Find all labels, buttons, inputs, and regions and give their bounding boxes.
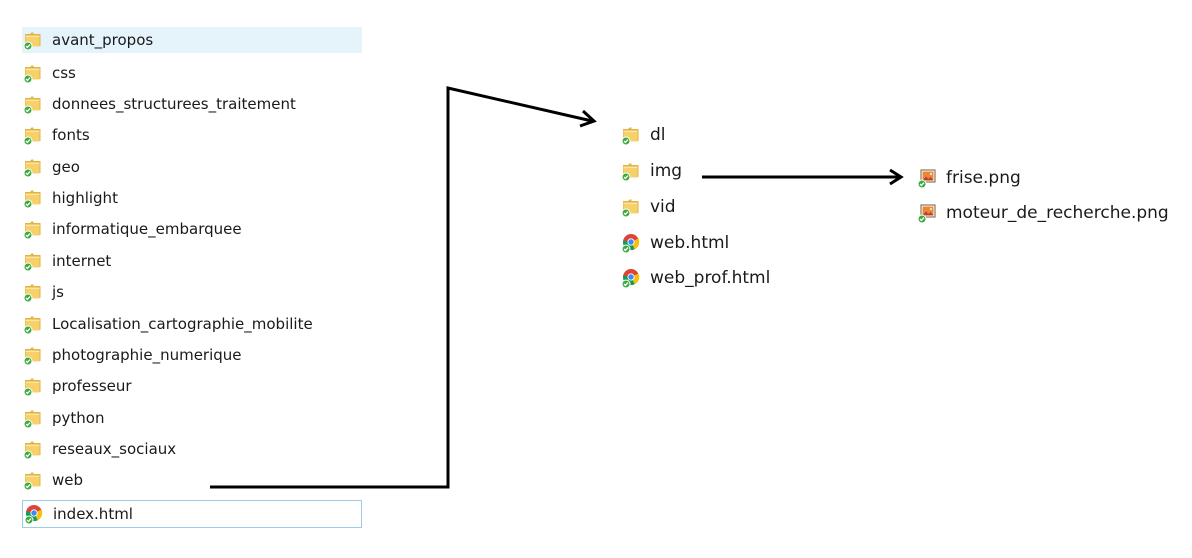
folder-synced-icon	[22, 187, 44, 209]
chrome-html-file-icon	[23, 503, 45, 525]
folder-synced-icon	[22, 469, 44, 491]
file-name: Localisation_cartographie_mobilite	[52, 315, 313, 333]
list-item-localisation-cartographie-mobilite[interactable]: Localisation_cartographie_mobilite	[22, 311, 362, 337]
folder-synced-icon	[620, 124, 642, 146]
file-name: index.html	[53, 505, 133, 523]
list-item-web-prof-html[interactable]: web_prof.html	[620, 263, 870, 293]
list-item-geo[interactable]: geo	[22, 154, 362, 180]
file-name: donnees_structurees_traitement	[52, 95, 296, 113]
folder-synced-icon	[22, 93, 44, 115]
file-name: vid	[650, 197, 676, 217]
file-name: python	[52, 409, 105, 427]
file-name: photographie_numerique	[52, 346, 242, 364]
folder-synced-icon	[620, 160, 642, 182]
file-name: highlight	[52, 189, 118, 207]
folder-synced-icon	[22, 218, 44, 240]
list-item-img[interactable]: img	[620, 156, 870, 186]
folder-synced-icon	[22, 62, 44, 84]
file-name: informatique_embarquee	[52, 220, 242, 238]
list-item-index-html[interactable]: index.html	[22, 500, 362, 528]
list-item-fonts[interactable]: fonts	[22, 122, 362, 148]
folder-synced-icon	[22, 313, 44, 335]
file-name: web	[52, 471, 84, 489]
folder-synced-icon	[22, 281, 44, 303]
list-item-professeur[interactable]: professeur	[22, 373, 362, 399]
file-name: css	[52, 64, 76, 82]
list-item-python[interactable]: python	[22, 405, 362, 431]
list-item-web[interactable]: web	[22, 467, 362, 493]
file-name: internet	[52, 252, 112, 270]
chrome-html-file-icon	[620, 267, 642, 289]
folder-synced-icon	[22, 438, 44, 460]
list-item-frise-png[interactable]: frise.png	[916, 163, 1186, 193]
chrome-html-file-icon	[620, 232, 642, 254]
file-name: professeur	[52, 377, 132, 395]
list-item-js[interactable]: js	[22, 279, 362, 305]
list-item-moteur-de-recherche-png[interactable]: moteur_de_recherche.png	[916, 198, 1186, 228]
folder-synced-icon	[22, 250, 44, 272]
folder-synced-icon	[22, 375, 44, 397]
folder-synced-icon	[22, 29, 44, 51]
list-item-internet[interactable]: internet	[22, 248, 362, 274]
folder-synced-icon	[22, 407, 44, 429]
file-name: reseaux_sociaux	[52, 440, 177, 458]
list-item-highlight[interactable]: highlight	[22, 185, 362, 211]
file-name: geo	[52, 158, 80, 176]
list-item-dl[interactable]: dl	[620, 120, 870, 150]
file-name: img	[650, 161, 683, 181]
list-item-photographie-numerique[interactable]: photographie_numerique	[22, 342, 362, 368]
image-file-icon	[916, 167, 938, 189]
list-item-donnees-structurees-traitement[interactable]: donnees_structurees_traitement	[22, 91, 362, 117]
image-file-icon	[916, 202, 938, 224]
list-item-web-html[interactable]: web.html	[620, 228, 870, 258]
file-name: moteur_de_recherche.png	[946, 203, 1169, 223]
file-name: web_prof.html	[650, 268, 771, 288]
file-name: avant_propos	[52, 31, 154, 49]
folder-synced-icon	[22, 124, 44, 146]
list-item-reseaux-sociaux[interactable]: reseaux_sociaux	[22, 436, 362, 462]
folder-synced-icon	[22, 156, 44, 178]
file-name: dl	[650, 125, 666, 145]
list-item-css[interactable]: css	[22, 60, 362, 86]
file-name: js	[52, 283, 64, 301]
folder-synced-icon	[22, 344, 44, 366]
file-name: fonts	[52, 126, 90, 144]
file-name: frise.png	[946, 168, 1021, 188]
file-name: web.html	[650, 233, 730, 253]
folder-synced-icon	[620, 196, 642, 218]
list-item-informatique-embarquee[interactable]: informatique_embarquee	[22, 216, 362, 242]
list-item-avant-propos[interactable]: avant_propos	[22, 27, 362, 53]
list-item-vid[interactable]: vid	[620, 192, 870, 222]
